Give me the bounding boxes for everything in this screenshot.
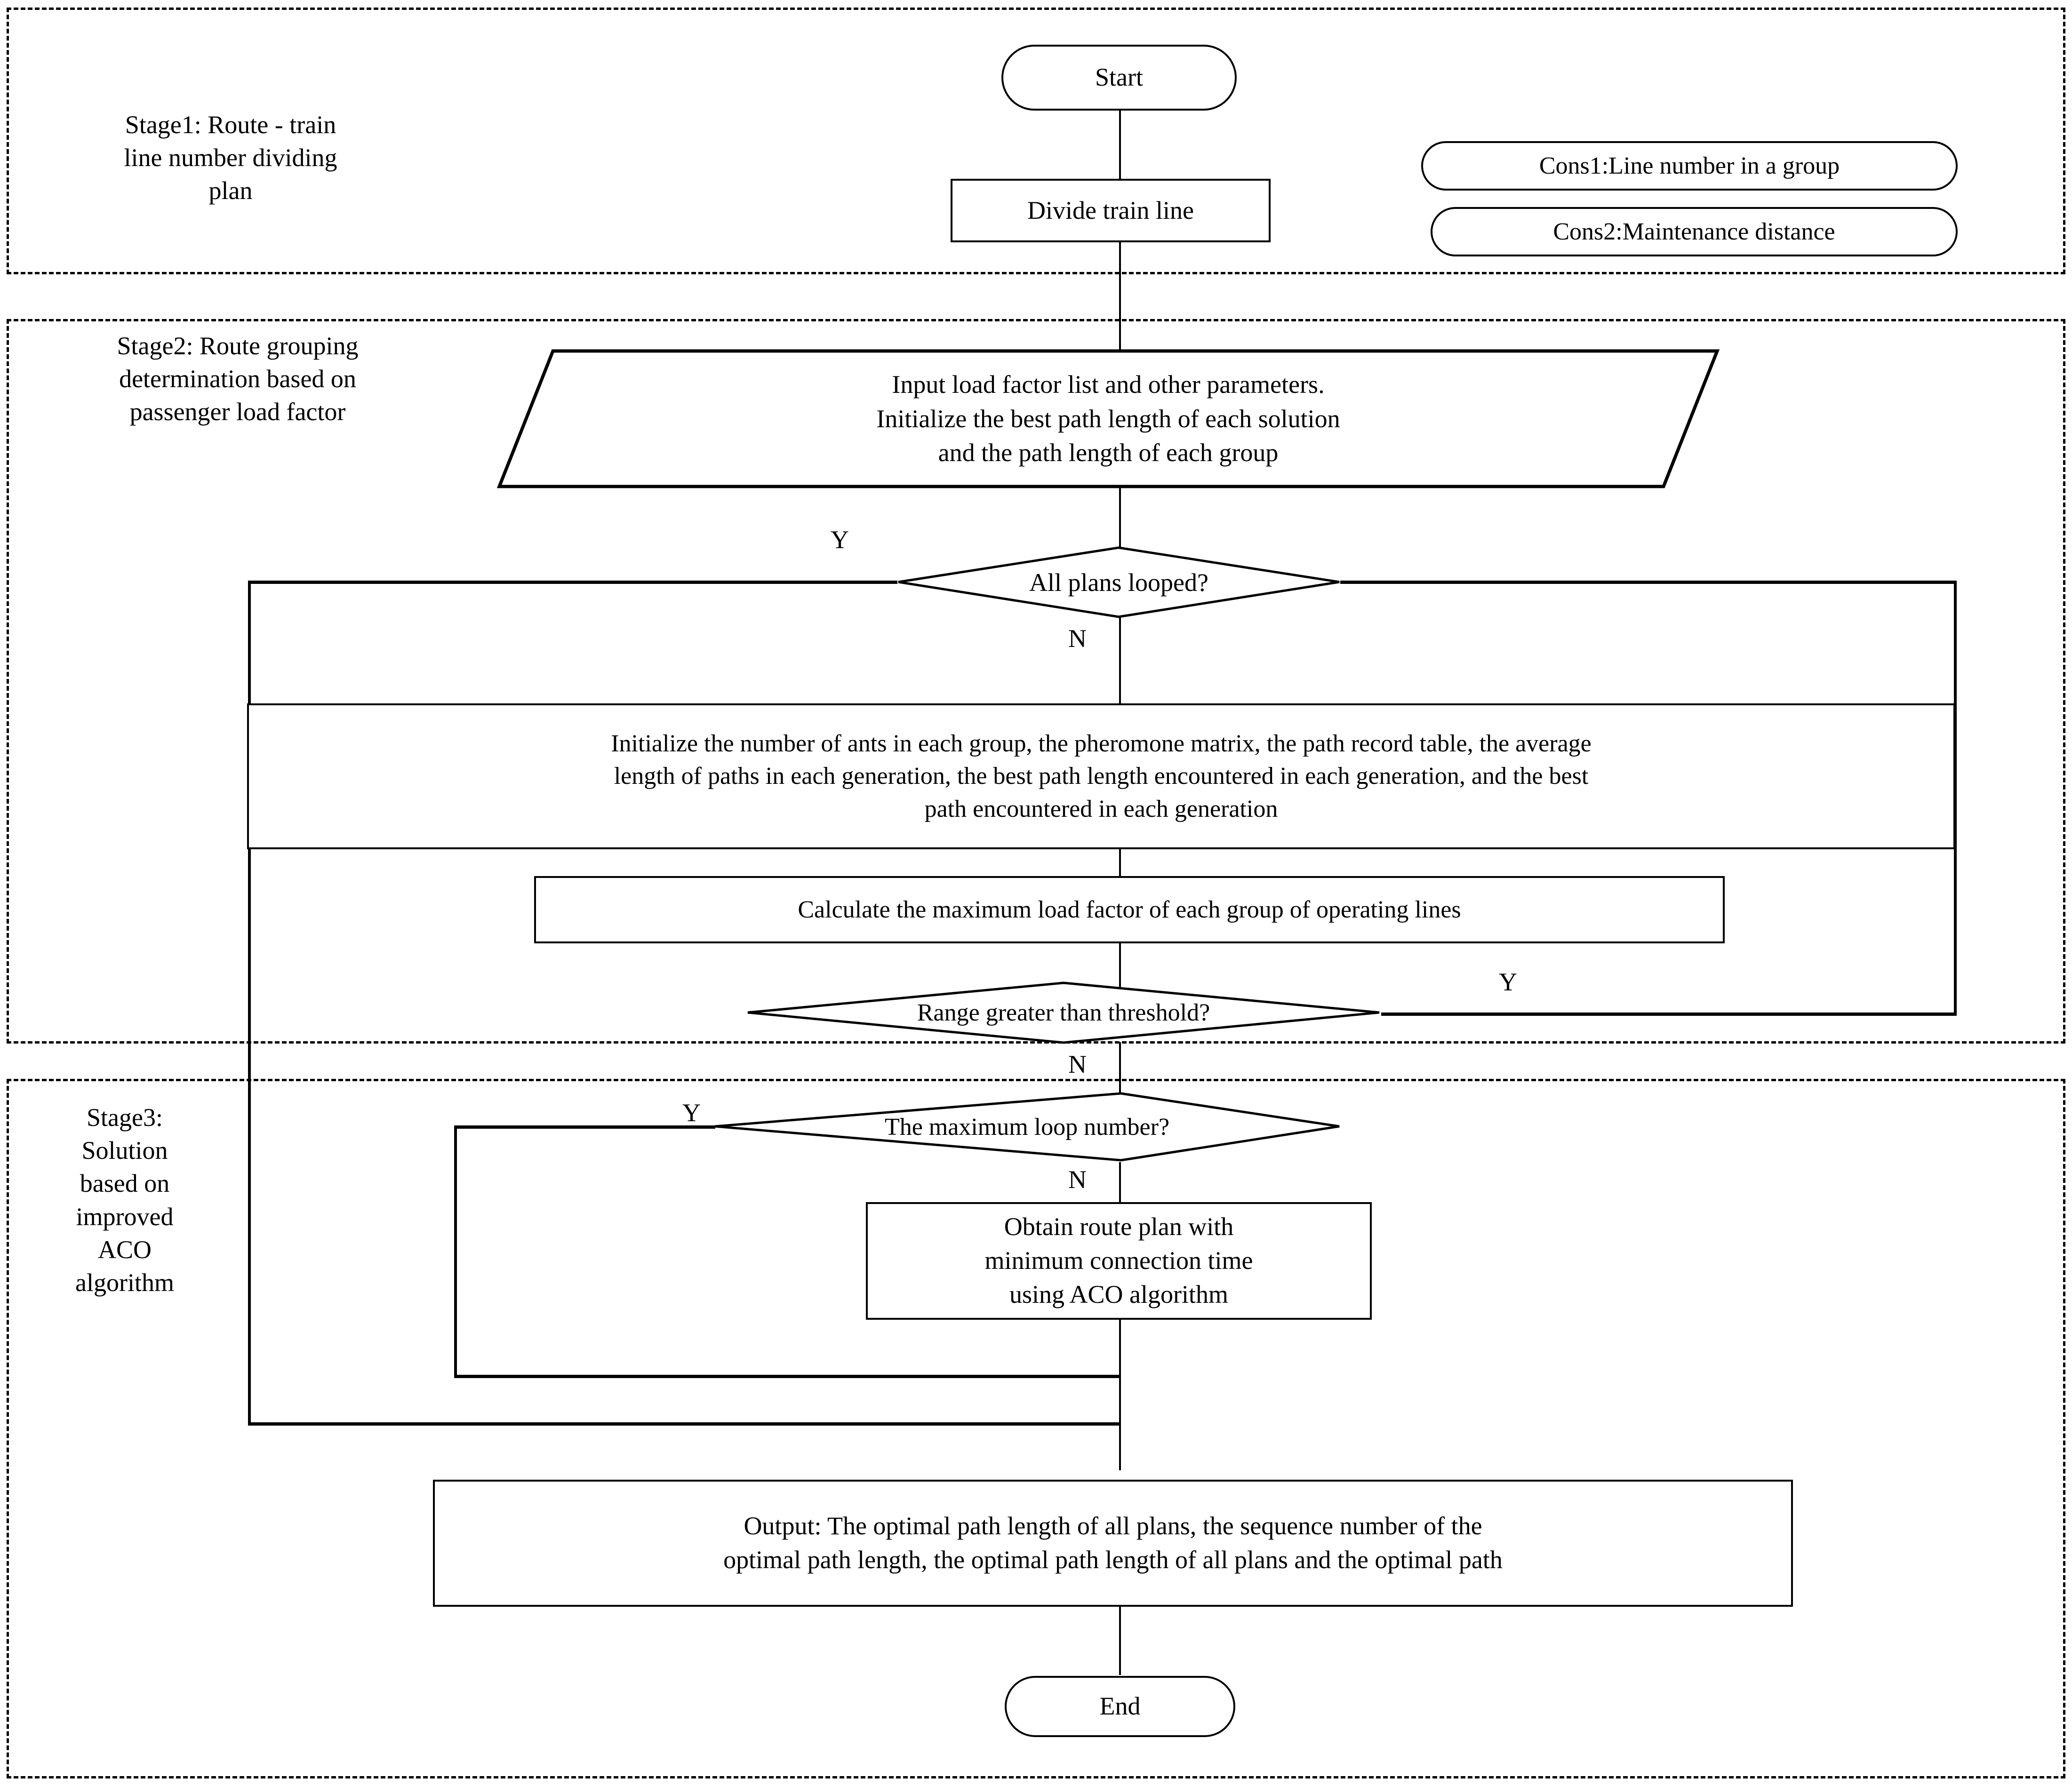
initialize-line3: path encountered in each generation (924, 795, 1278, 822)
input-parameters-line2: Initialize the best path length of each … (876, 404, 1340, 433)
stage2-label: Stage2: Route grouping determination bas… (52, 329, 424, 429)
stage1-label: Stage1: Route - train line number dividi… (56, 108, 405, 207)
connector-allplans-yes-vertical (248, 581, 251, 1425)
connector-allplans-no-to-initialize (1119, 616, 1121, 706)
end-node[interactable]: End (1005, 1676, 1235, 1737)
stage2-label-line3: passenger load factor (129, 398, 346, 426)
connector-start-to-divide (1119, 111, 1121, 191)
connector-outer-loop-return (248, 1422, 1121, 1426)
connector-maxloop-no-to-obtain (1119, 1162, 1121, 1226)
stage3-label-line2: Solution (81, 1136, 168, 1165)
stage3-label: Stage3: Solution based on improved ACO a… (54, 1101, 195, 1299)
all-plans-looped-text: All plans looped? (1029, 568, 1208, 597)
max-loop-number-text: The maximum loop number? (884, 1113, 1170, 1140)
range-threshold-decision[interactable]: Range greater than threshold? (746, 981, 1381, 1044)
output-line2: optimal path length, the optimal path le… (723, 1546, 1503, 1574)
stage3-label-line6: algorithm (75, 1268, 174, 1297)
stage2-label-line2: determination based on (119, 365, 356, 393)
stage3-label-line4: improved (76, 1202, 174, 1231)
branch-label-range-no: N (1068, 1050, 1087, 1078)
connector-allplans-right-horizontal (1340, 581, 1957, 584)
input-parameters-line3: and the path length of each group (938, 439, 1279, 467)
branch-label-allplans-yes: Y (831, 526, 849, 554)
constraint-1-node[interactable]: Cons1:Line number in a group (1421, 141, 1958, 191)
connector-initialize-to-calculate (1119, 847, 1121, 894)
start-node[interactable]: Start (1001, 45, 1237, 111)
range-threshold-text: Range greater than threshold? (917, 999, 1210, 1026)
connector-range-no-to-maxloop (1119, 1042, 1121, 1110)
connector-calculate-to-range (1119, 943, 1121, 988)
stage2-container (7, 319, 2065, 1044)
connector-obtain-to-output (1119, 1320, 1121, 1470)
connector-allplans-yes-horizontal (248, 581, 897, 584)
initialize-line1: Initialize the number of ants in each gr… (611, 730, 1592, 757)
connector-range-yes-horizontal (1381, 1013, 1957, 1016)
all-plans-looped-decision[interactable]: All plans looped? (896, 546, 1341, 619)
branch-label-maxloop-no: N (1068, 1165, 1087, 1194)
connector-maxloop-yes-vertical (454, 1125, 457, 1378)
output-line1: Output: The optimal path length of all p… (744, 1512, 1482, 1540)
input-parameters-node[interactable]: Input load factor list and other paramet… (496, 348, 1720, 489)
divide-train-line-node[interactable]: Divide train line (951, 179, 1271, 242)
connector-inner-loop-return (454, 1375, 1121, 1378)
obtain-route-line3: using ACO algorithm (1009, 1280, 1228, 1308)
stage1-label-line1: Stage1: Route - train (125, 111, 336, 139)
calculate-max-load-factor-node[interactable]: Calculate the maximum load factor of eac… (534, 876, 1725, 943)
stage1-label-line3: plan (208, 176, 253, 205)
connector-right-loop-vertical (1954, 581, 1957, 1016)
stage1-container (7, 8, 2065, 274)
connector-output-to-end (1119, 1607, 1121, 1675)
obtain-route-line2: minimum connection time (984, 1246, 1253, 1275)
obtain-route-line1: Obtain route plan with (1004, 1212, 1234, 1241)
stage3-label-line1: Stage3: (87, 1103, 163, 1132)
connector-maxloop-yes-horizontal (454, 1125, 715, 1129)
connector-divide-to-input (1119, 242, 1121, 351)
max-loop-number-decision[interactable]: The maximum loop number? (713, 1092, 1341, 1162)
obtain-route-plan-node[interactable]: Obtain route plan with minimum connectio… (866, 1202, 1372, 1320)
branch-label-maxloop-yes: Y (682, 1099, 701, 1127)
stage3-label-line3: based on (80, 1169, 170, 1198)
stage3-label-line5: ACO (97, 1235, 152, 1264)
input-parameters-text: Input load factor list and other paramet… (496, 348, 1720, 489)
constraint-2-node[interactable]: Cons2:Maintenance distance (1431, 207, 1958, 256)
stage1-label-line2: line number dividing (124, 144, 337, 172)
initialize-line2: length of paths in each generation, the … (614, 763, 1589, 790)
connector-input-to-allplans (1119, 487, 1121, 548)
output-node[interactable]: Output: The optimal path length of all p… (433, 1480, 1793, 1607)
initialize-parameters-node[interactable]: Initialize the number of ants in each gr… (247, 703, 1955, 849)
branch-label-range-yes: Y (1499, 968, 1517, 996)
stage3-container (7, 1079, 2065, 1778)
branch-label-allplans-no: N (1068, 624, 1087, 653)
input-parameters-line1: Input load factor list and other paramet… (892, 370, 1325, 399)
stage2-label-line1: Stage2: Route grouping (117, 332, 359, 360)
